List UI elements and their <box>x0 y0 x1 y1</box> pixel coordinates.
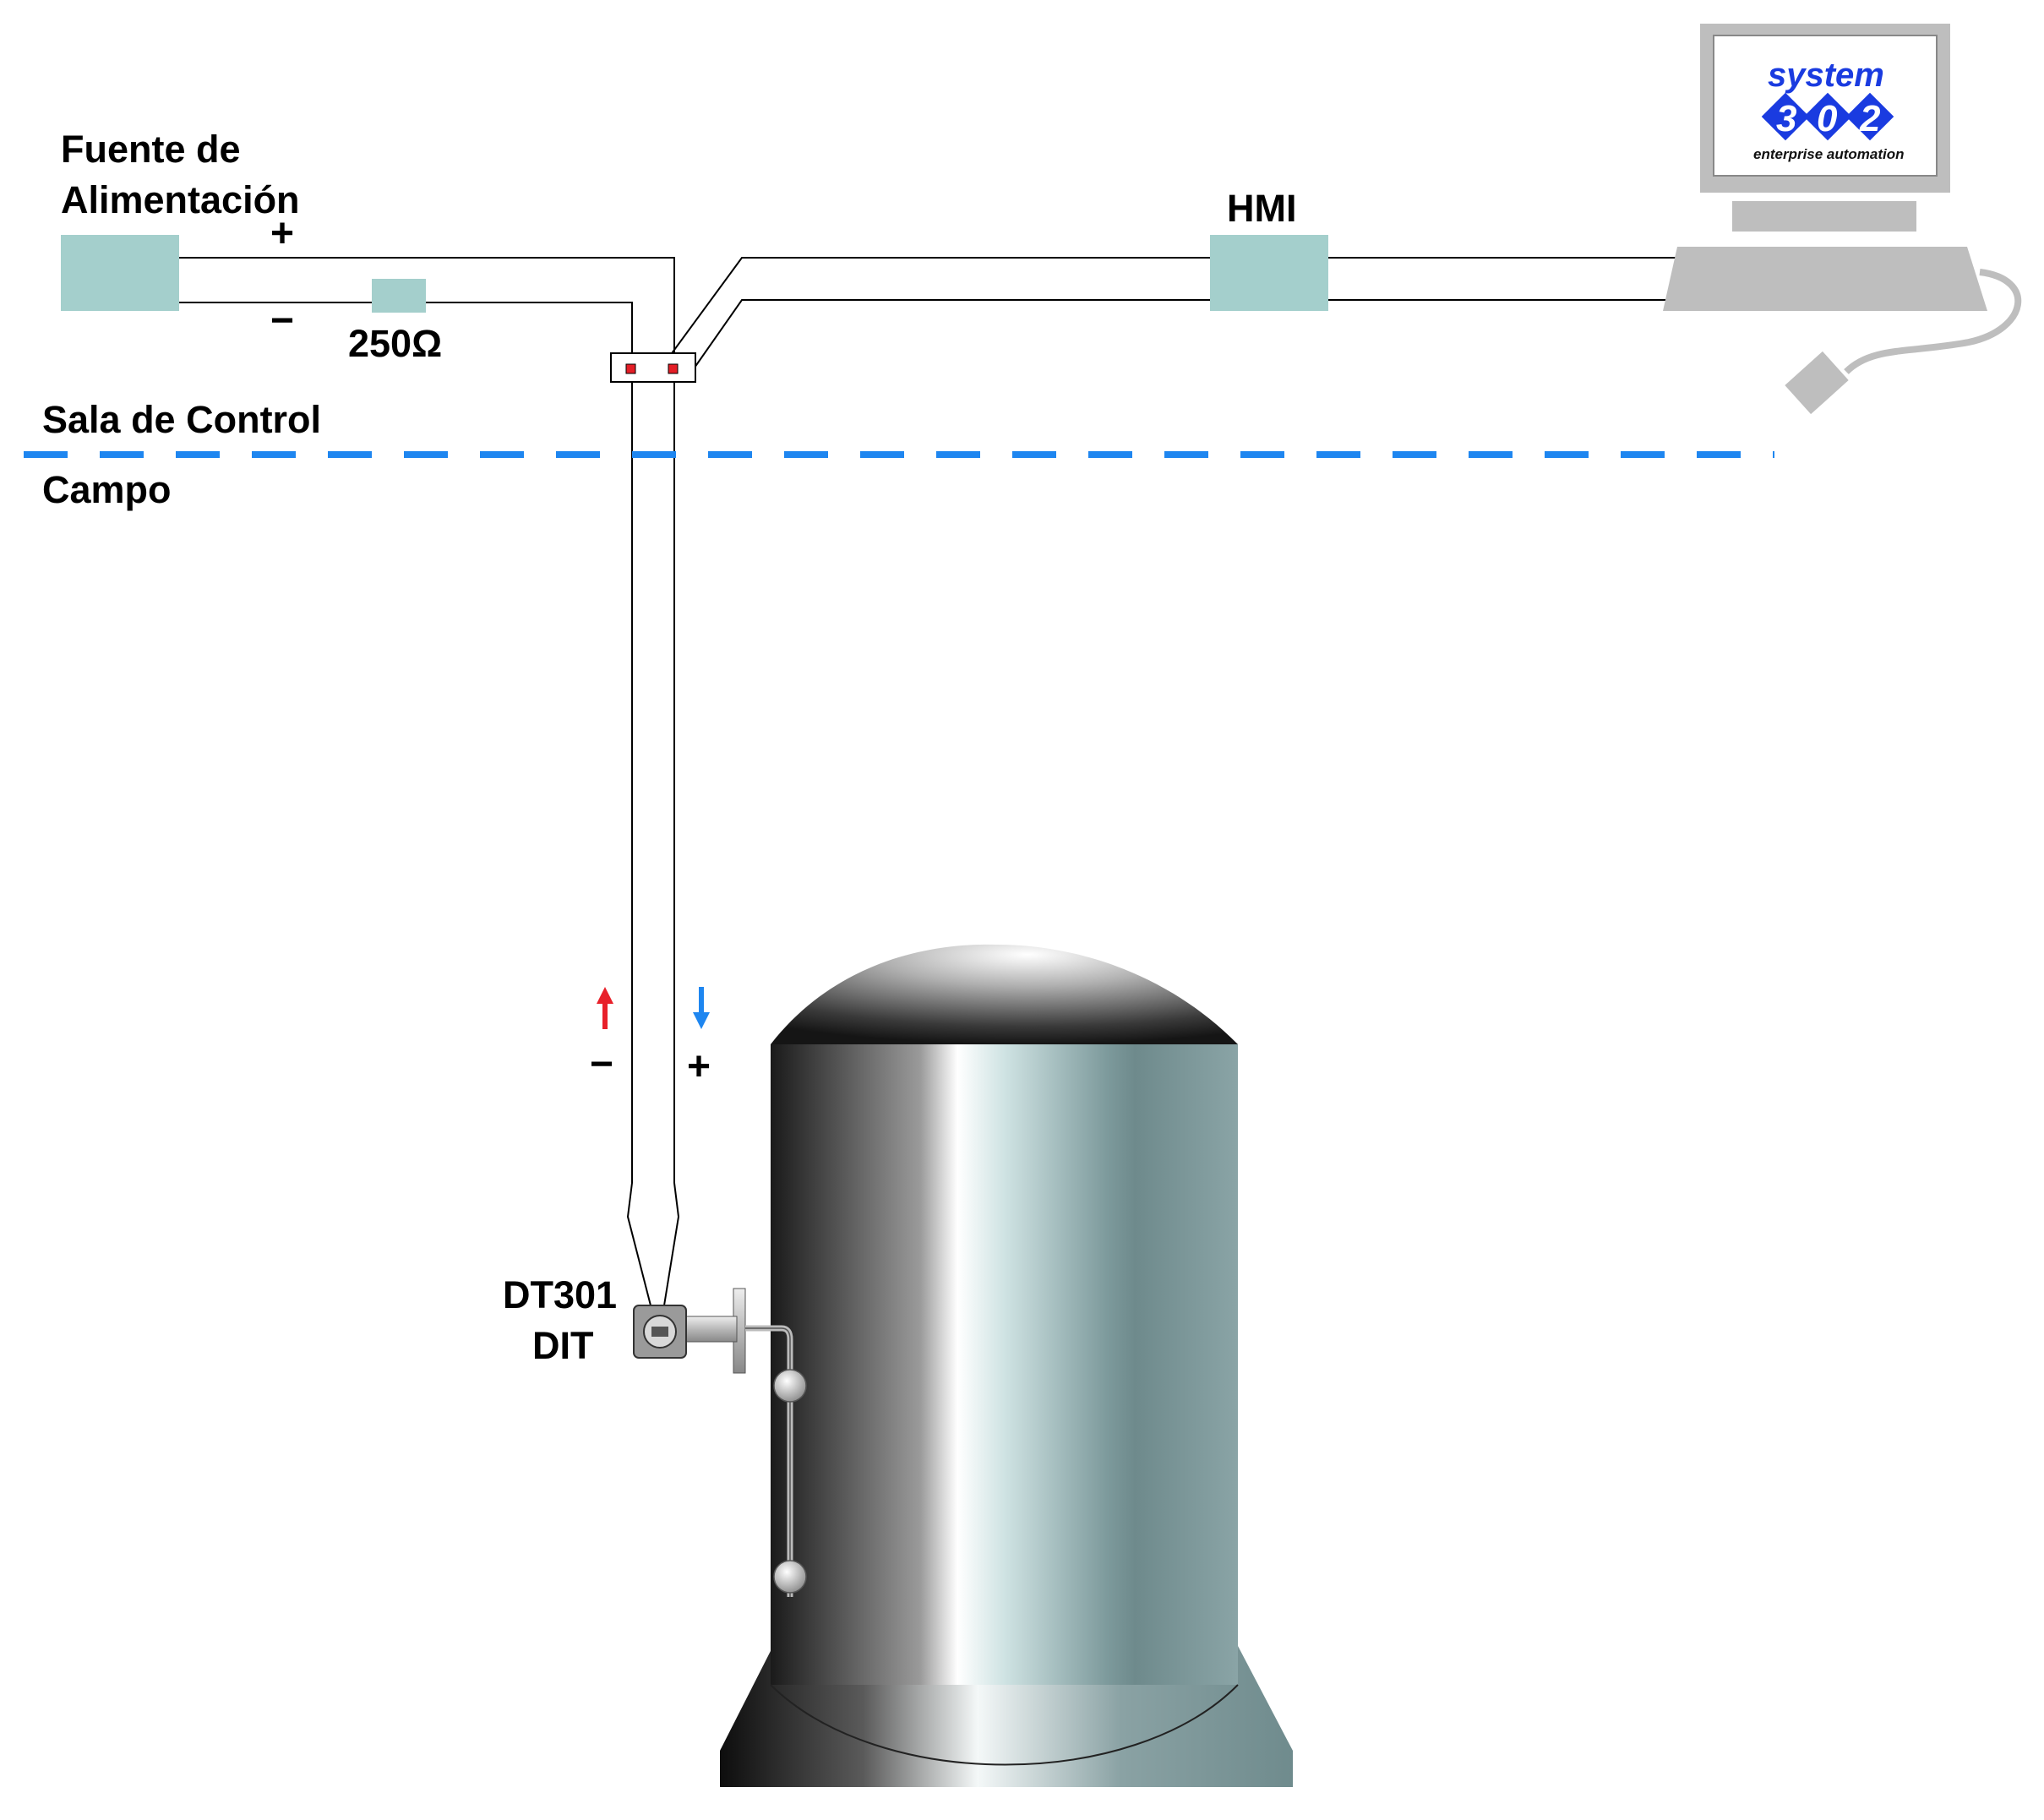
monitor-screen <box>1713 35 1938 177</box>
positive-wire <box>179 257 680 1306</box>
svg-text:2: 2 <box>1859 98 1881 139</box>
computer-icon <box>1663 24 2022 415</box>
plus-top-label: + <box>270 211 294 256</box>
tank-icon <box>720 944 1293 1787</box>
minus-top-label: − <box>270 298 294 343</box>
logo-digit-2: 0 <box>1803 92 1852 141</box>
wiring <box>179 257 1682 1306</box>
resistor-label: 250Ω <box>348 322 442 365</box>
hmi-lower-wire <box>688 299 1210 377</box>
arrow-up-icon <box>597 987 613 1029</box>
minus-field-label: − <box>590 1042 613 1087</box>
displacer-ball-lower <box>773 1560 807 1594</box>
resistor-box <box>372 279 426 313</box>
tank-bottom-curve <box>770 1684 1239 1766</box>
terminal-negative <box>625 363 636 374</box>
device-tag-label: DIT <box>532 1324 594 1367</box>
displacer-ball-upper <box>773 1369 807 1403</box>
terminal-positive <box>668 363 679 374</box>
logo-word: system <box>1768 57 1884 94</box>
junction-box <box>610 352 696 383</box>
logo-digit-1: 3 <box>1761 92 1810 141</box>
logo-digit-3: 2 <box>1845 92 1894 141</box>
power-supply-label-line2: Alimentación <box>61 178 300 221</box>
mouse-cable <box>1844 269 2022 374</box>
field-label: Campo <box>42 468 172 511</box>
tank-dome <box>771 944 1238 1044</box>
tank-body <box>771 1044 1238 1685</box>
transmitter-neck <box>684 1316 738 1343</box>
power-supply-box <box>61 235 179 311</box>
transmitter-icon <box>633 1288 807 1597</box>
hmi-box <box>1210 235 1328 311</box>
monitor-stand <box>1732 201 1916 232</box>
plus-field-label: + <box>687 1044 711 1089</box>
negative-wire <box>179 302 651 1306</box>
svg-text:0: 0 <box>1817 98 1838 139</box>
control-room-label: Sala de Control <box>42 398 321 441</box>
mouse <box>1785 351 1849 415</box>
hmi-label: HMI <box>1227 187 1297 230</box>
logo-tagline: enterprise automation <box>1753 146 1905 162</box>
arrow-down-icon <box>693 987 710 1029</box>
keyboard <box>1663 247 1987 311</box>
power-supply-label-line1: Fuente de <box>61 128 241 171</box>
device-model-label: DT301 <box>503 1273 617 1316</box>
hmi-upper-wire <box>667 257 1210 360</box>
system302-logo: system 3 0 2 enterprise automation <box>1753 57 1905 162</box>
svg-text:3: 3 <box>1776 98 1796 139</box>
